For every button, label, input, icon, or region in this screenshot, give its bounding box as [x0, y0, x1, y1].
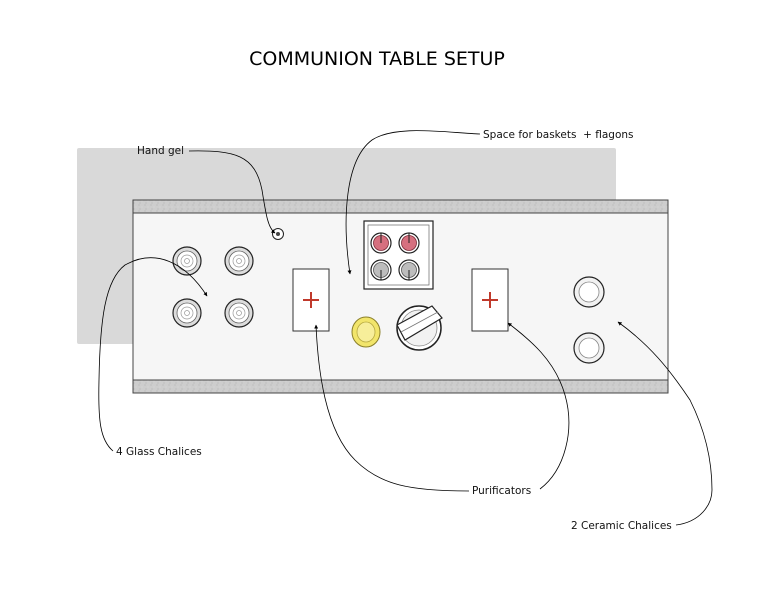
table-top-edge [132, 199, 669, 214]
glass-chalices-label: 4 Glass Chalices [116, 446, 202, 458]
purificators-label: Purificators [472, 485, 531, 497]
grey-cup [398, 259, 420, 281]
purificators-callout-right [507, 322, 570, 490]
hand-gel-label: Hand gel [137, 145, 184, 157]
flagon [396, 305, 443, 351]
grey-cup [370, 259, 392, 281]
glass-chalice [224, 246, 254, 276]
glass-chalices-callout [98, 257, 208, 452]
table-bottom-edge [132, 379, 669, 394]
ceramic-chalice [573, 276, 605, 308]
ceramic-chalices-label: 2 Ceramic Chalices [571, 520, 672, 532]
gold-plate [351, 316, 381, 348]
hand-gel-callout [188, 150, 276, 234]
red-cup [370, 232, 392, 254]
baskets-callout [345, 130, 481, 275]
glass-chalice [172, 246, 202, 276]
ceramic-chalices-callout [617, 321, 713, 526]
baskets-flagons-label: Space for baskets + flagons [483, 129, 634, 141]
purificators-callout-left [314, 324, 470, 492]
purificator-left [292, 268, 330, 332]
hand-gel-bottle [272, 228, 284, 240]
ceramic-chalice [573, 332, 605, 364]
glass-chalices [172, 246, 254, 328]
diagram-title: COMMUNION TABLE SETUP [249, 48, 505, 70]
ceramic-chalices [573, 276, 605, 364]
red-cup [398, 232, 420, 254]
glass-chalice [224, 298, 254, 328]
cup-tray [363, 220, 434, 290]
callout-lines [98, 130, 713, 526]
glass-chalice [172, 298, 202, 328]
purificator-right [471, 268, 509, 332]
